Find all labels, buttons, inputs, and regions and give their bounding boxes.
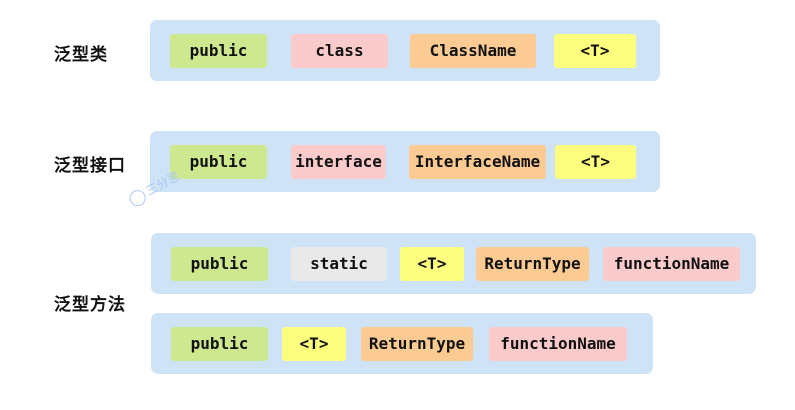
token-interface: interface — [291, 145, 386, 179]
label-generic-method: 泛型方法 — [54, 295, 126, 315]
row-generic-class: public class ClassName <T> — [150, 20, 660, 81]
token-public: public — [170, 34, 267, 68]
token-function-name: functionName — [489, 327, 627, 361]
label-generic-class: 泛型类 — [54, 45, 108, 65]
token-static: static — [291, 247, 387, 281]
token-return-type: ReturnType — [361, 327, 473, 361]
token-type-param: <T> — [555, 145, 636, 179]
token-type-param: <T> — [282, 327, 346, 361]
row-generic-interface: public interface InterfaceName <T> — [150, 131, 660, 192]
token-class: class — [291, 34, 388, 68]
token-class-name: ClassName — [410, 34, 536, 68]
token-public: public — [170, 145, 267, 179]
row-generic-static-method: public static <T> ReturnType functionNam… — [151, 233, 756, 294]
token-public: public — [171, 327, 268, 361]
label-generic-interface: 泛型接口 — [54, 156, 126, 176]
token-public: public — [171, 247, 268, 281]
token-function-name: functionName — [603, 247, 740, 281]
token-type-param: <T> — [554, 34, 636, 68]
row-generic-method: public <T> ReturnType functionName — [151, 313, 653, 374]
token-type-param: <T> — [400, 247, 464, 281]
token-interface-name: InterfaceName — [409, 145, 546, 179]
token-return-type: ReturnType — [476, 247, 589, 281]
